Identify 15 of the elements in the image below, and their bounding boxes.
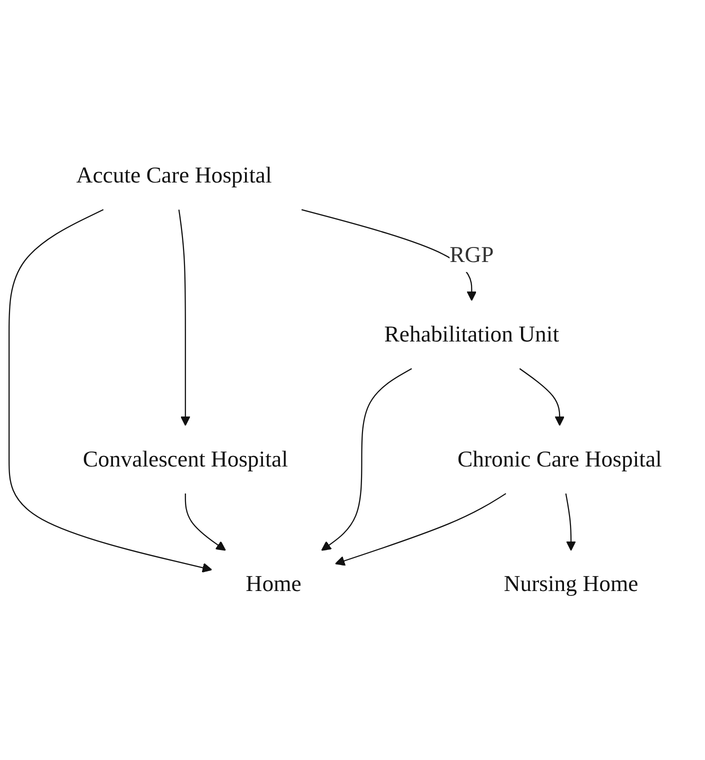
node-text: Chronic Care Hospital bbox=[457, 447, 662, 472]
node-text: Nursing Home bbox=[504, 572, 638, 597]
node-text: Convalescent Hospital bbox=[82, 447, 288, 472]
node-text: Rehabilitation Unit bbox=[384, 322, 560, 348]
arrow bbox=[334, 493, 506, 566]
arrow bbox=[178, 210, 190, 426]
arrow bbox=[184, 494, 226, 551]
arrow bbox=[321, 368, 412, 551]
arrow bbox=[565, 493, 576, 551]
arrow bbox=[8, 209, 212, 573]
node-text: Home bbox=[246, 572, 302, 597]
arrow bbox=[519, 368, 565, 426]
arrow bbox=[301, 209, 477, 301]
node-text: Accute Care Hospital bbox=[76, 163, 272, 188]
edge-label: RGP bbox=[450, 242, 494, 268]
